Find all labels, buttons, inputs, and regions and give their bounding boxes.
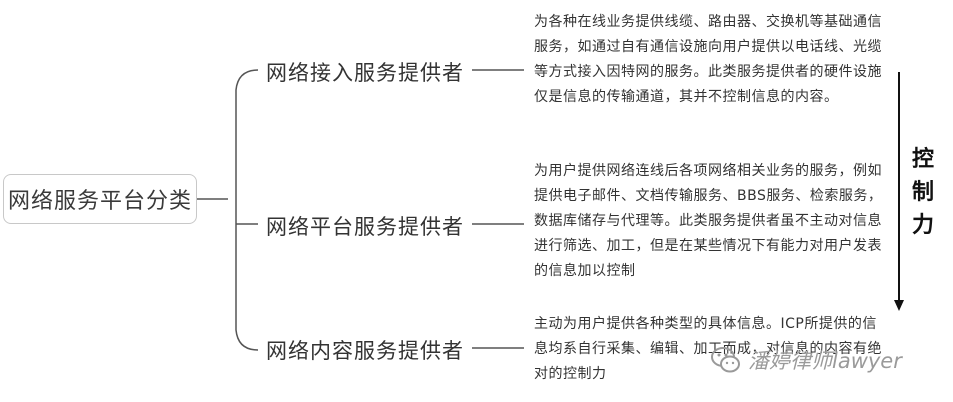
wechat-logo-icon [711,347,740,373]
root-node: 网络服务平台分类 [3,174,197,224]
branch-label-content: 网络内容服务提供者 [266,339,464,363]
control-arrow-head [894,300,904,311]
branch-label-access: 网络接入服务提供者 [266,61,464,85]
watermark-text: 潘婷律师lawyer [748,349,902,373]
branch-description-content: 主动为用户提供各种类型的具体信息。ICP所提供的信息均系自行采集、编辑、加工而成… [534,316,882,382]
branch-trunk [235,69,259,351]
control-axis-label: 控制力 [911,147,934,238]
branch-label-platform: 网络平台服务提供者 [266,215,464,239]
watermark: 潘婷律师lawyer [708,342,902,378]
branch-description-platform: 为用户提供网络连线后各项网络相关业务的服务，例如提供电子邮件、文档传输服务、BB… [534,163,883,279]
branch-description-access: 为各种在线业务提供线缆、路由器、交换机等基础通信服务，如通过自有通信设施向用户提… [534,14,882,105]
root-label: 网络服务平台分类 [7,189,192,214]
